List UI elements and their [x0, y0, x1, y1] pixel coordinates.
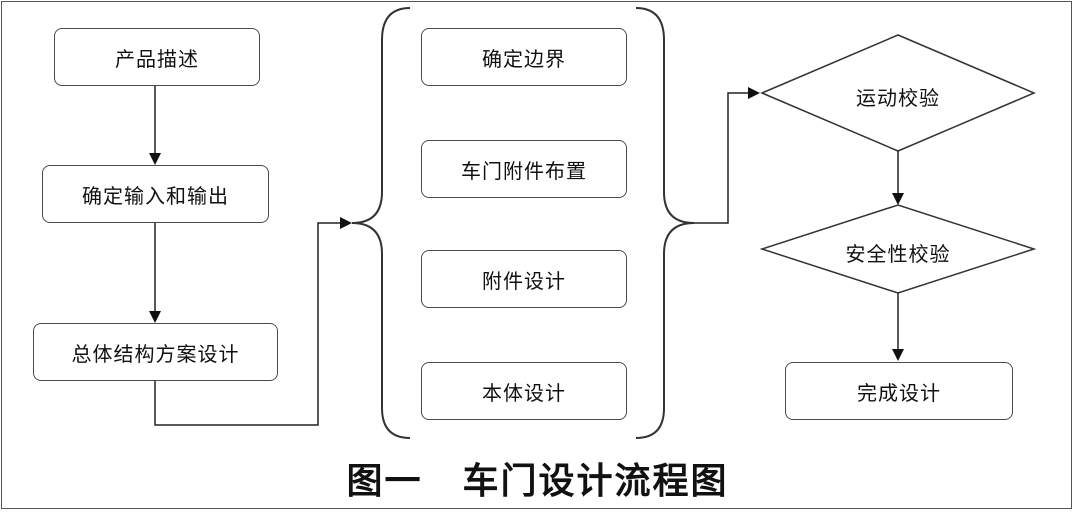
figure-title: 车门设计流程图 — [462, 461, 729, 502]
figure-caption: 图一车门设计流程图 — [0, 452, 1075, 504]
finish-design-box: 完成设计 — [785, 362, 1013, 420]
arrow-brace-to-motion-check — [694, 87, 760, 224]
door-accessory-layout-box: 车门附件布置 — [421, 140, 627, 198]
safety-check-label: 安全性校验 — [845, 242, 951, 266]
motion-check-label: 运动校验 — [856, 86, 940, 110]
left-brace — [351, 7, 411, 439]
figure-number: 图一 — [346, 461, 423, 502]
product-description-box: 产品描述 — [54, 28, 260, 86]
accessory-design-box: 附件设计 — [421, 250, 627, 308]
right-brace — [635, 7, 695, 439]
body-design-box: 本体设计 — [421, 362, 627, 420]
motion-check-diamond — [760, 34, 1036, 152]
arrow-scheme-to-brace — [154, 217, 352, 426]
define-io-box: 确定输入和输出 — [42, 165, 269, 223]
safety-check-diamond — [759, 204, 1037, 294]
define-boundary-box: 确定边界 — [421, 28, 627, 86]
overall-scheme-box: 总体结构方案设计 — [33, 323, 278, 381]
